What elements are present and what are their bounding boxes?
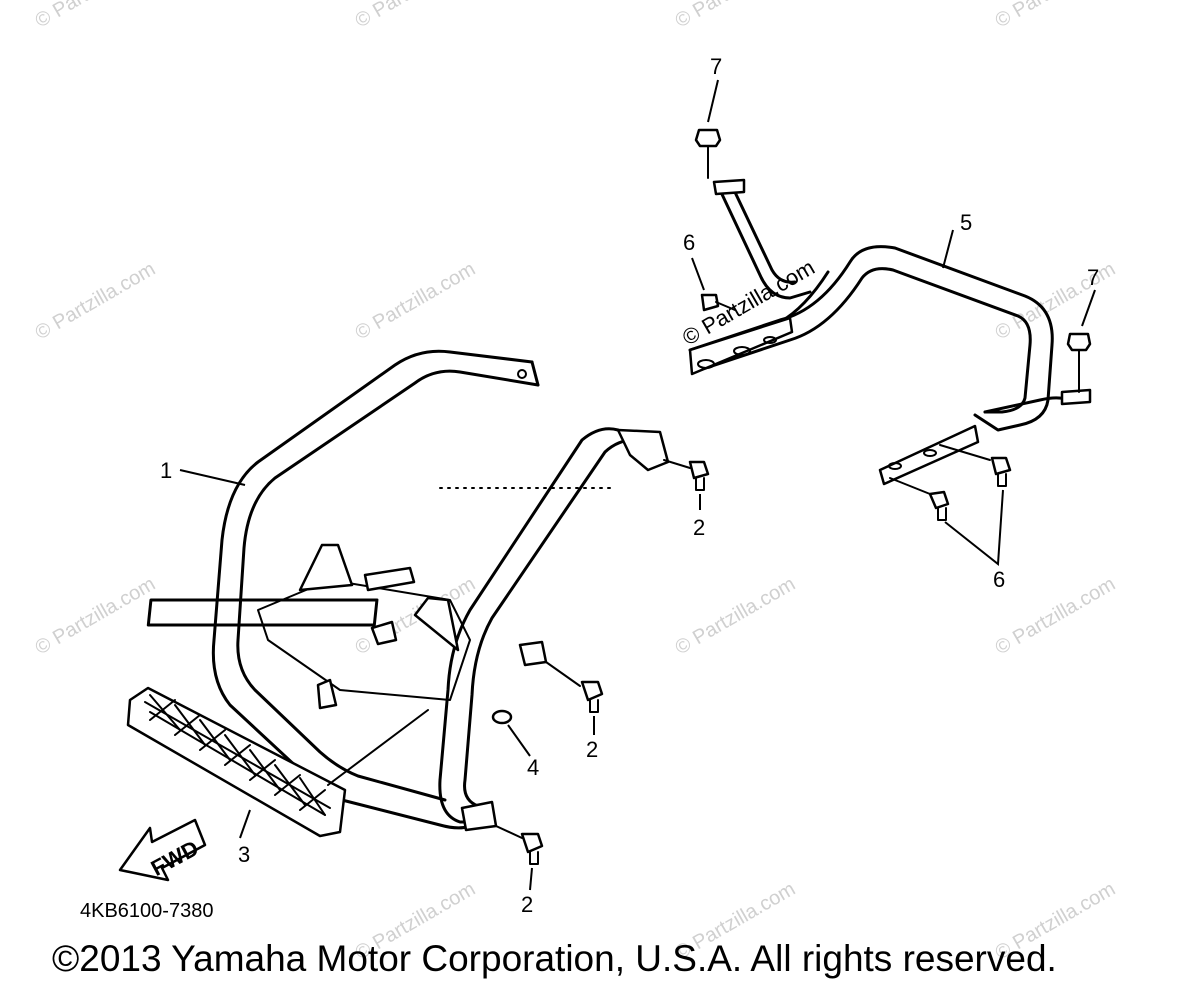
watermark: © Partzilla.com [672, 573, 800, 659]
rear-guard-part-5 [688, 178, 1092, 486]
callout-2: 2 [521, 892, 533, 917]
leader-part-6 [944, 489, 1004, 566]
callout-6: 6 [683, 230, 695, 255]
callout-4: 4 [527, 755, 539, 780]
callout-2: 2 [693, 515, 705, 540]
bolt-part-6-lower-b [939, 444, 1012, 487]
cap-part-7-upper [694, 79, 722, 179]
diagram-code: 4KB6100-7380 [80, 900, 214, 922]
cap-part-7-lower [1066, 289, 1096, 393]
watermark: © Partzilla.com [32, 0, 160, 32]
callout-labels: 1 2 2 2 3 4 5 6 6 7 7 [160, 54, 1099, 917]
bolt-part-2-lower [495, 825, 544, 891]
callout-2: 2 [586, 737, 598, 762]
watermark: © Partzilla.com [992, 0, 1120, 32]
bolt-part-6-upper [691, 257, 736, 312]
callout-7: 7 [1087, 265, 1099, 290]
watermark: © Partzilla.com [32, 258, 160, 344]
watermark: © Partzilla.com [992, 573, 1120, 659]
callout-1: 1 [160, 458, 172, 483]
forward-arrow-icon: FWD [118, 818, 207, 882]
watermark: © Partzilla.com [32, 573, 160, 659]
callout-7: 7 [710, 54, 722, 79]
bolt-part-6-lower-a [889, 477, 950, 521]
front-guard-part-1 [146, 349, 670, 832]
bolt-part-2-middle [545, 661, 604, 735]
plug-part-4 [491, 709, 531, 757]
bolt-part-2-upper [663, 459, 710, 510]
callout-5: 5 [960, 210, 972, 235]
watermark: © Partzilla.com [352, 0, 480, 32]
grill-part-3 [126, 686, 347, 839]
copyright-notice: ©2013 Yamaha Motor Corporation, U.S.A. A… [52, 938, 1057, 979]
watermark: © Partzilla.com [992, 258, 1120, 344]
watermark: © Partzilla.com [352, 258, 480, 344]
callout-6: 6 [993, 567, 1005, 592]
watermark: © Partzilla.com [672, 0, 800, 32]
callout-3: 3 [238, 842, 250, 867]
